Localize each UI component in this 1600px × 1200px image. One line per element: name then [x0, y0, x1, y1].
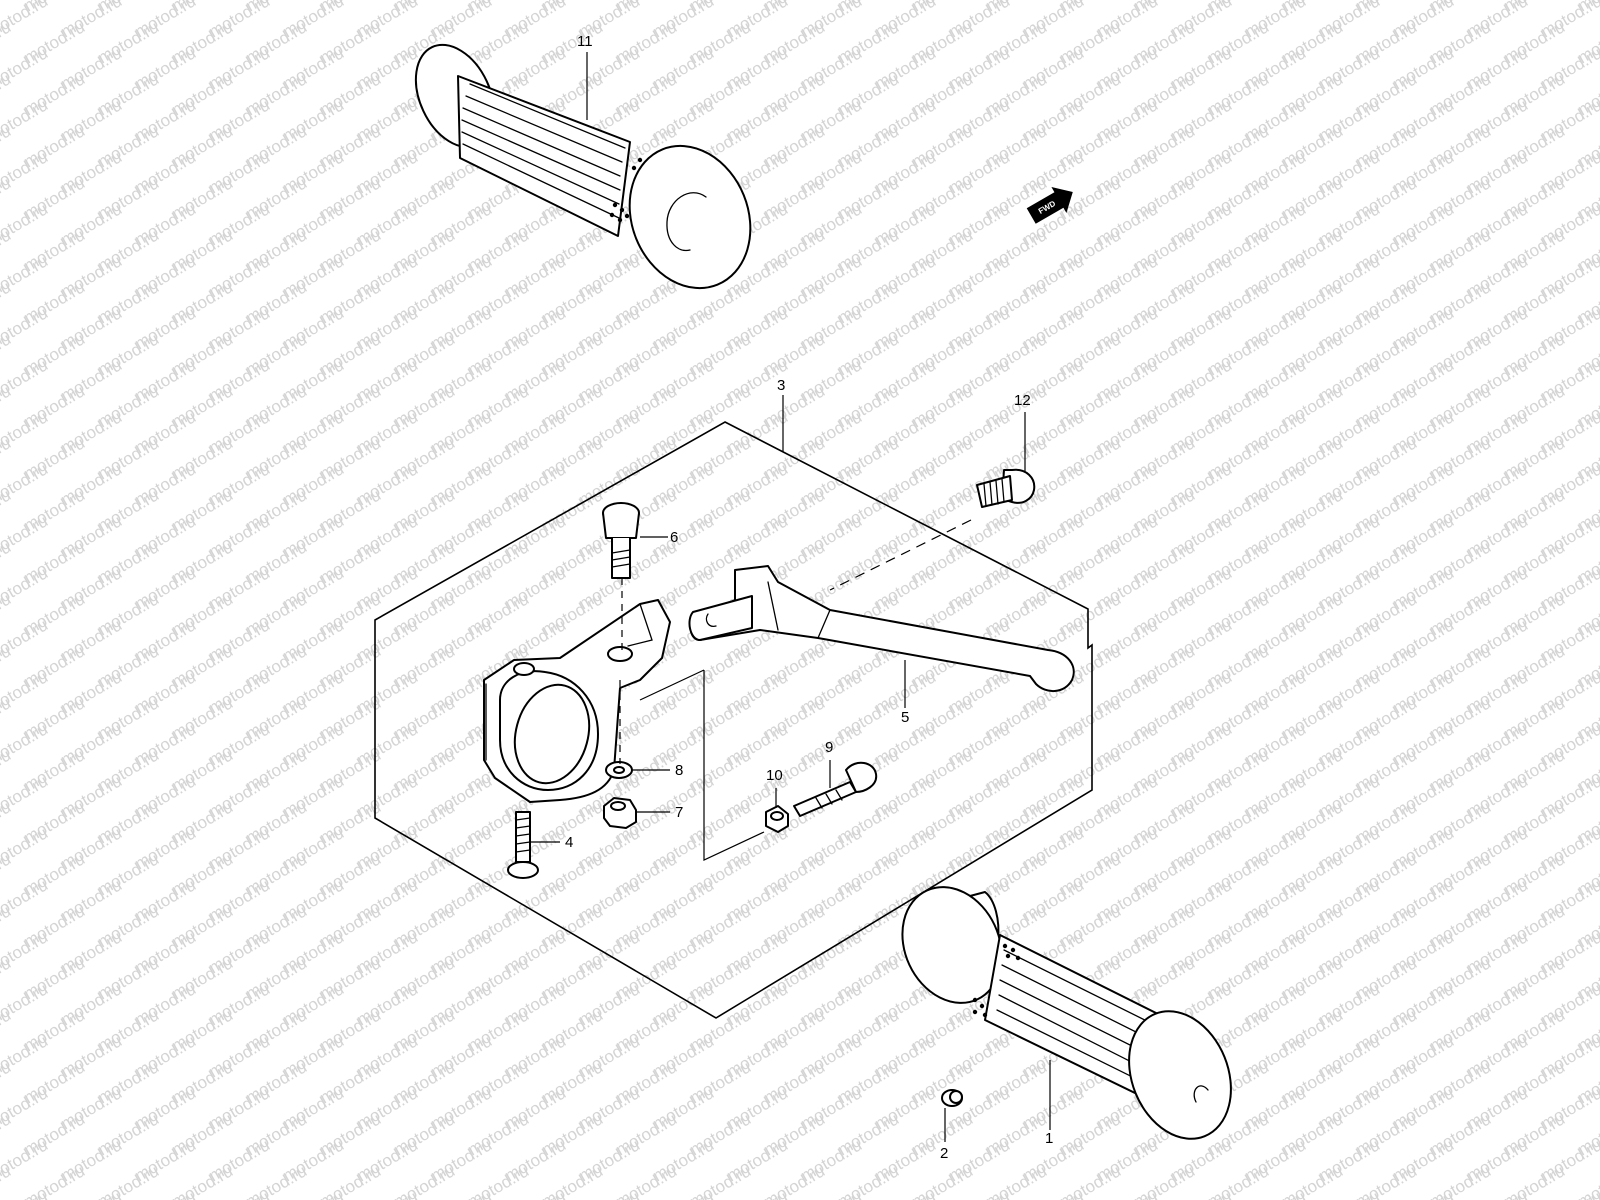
callout-5: 5 [901, 709, 909, 726]
callout-3: 3 [777, 377, 785, 394]
callout-11: 11 [577, 33, 593, 50]
grip-end-plug-part-2 [941, 1089, 963, 1107]
callout-4: 4 [565, 834, 573, 851]
callout-6: 6 [670, 529, 678, 546]
callout-12: 12 [1014, 392, 1031, 409]
adjuster-nut-part-10 [765, 805, 789, 833]
washer-part-8 [605, 761, 633, 779]
clutch-lever-part-5 [688, 565, 1075, 692]
callout-2: 2 [940, 1145, 948, 1162]
callout-8: 8 [675, 762, 683, 779]
nut-part-7 [603, 797, 637, 829]
callout-9: 9 [825, 739, 833, 756]
callout-7: 7 [675, 804, 683, 821]
callout-1: 1 [1045, 1130, 1053, 1147]
callout-10: 10 [766, 767, 783, 784]
